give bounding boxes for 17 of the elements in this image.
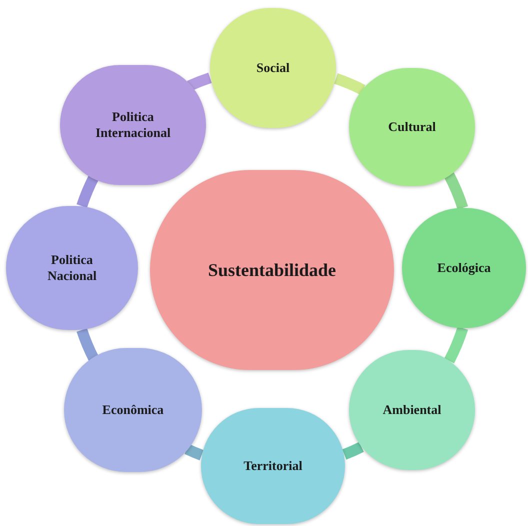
ring-connector: [444, 172, 468, 210]
ring-connector: [187, 72, 212, 91]
ring-connector: [76, 328, 99, 362]
node-label: Social: [255, 60, 291, 76]
node-label: Cultural: [387, 118, 437, 136]
ring-connector: [444, 326, 468, 364]
node-label: Sustentabilidade: [206, 258, 338, 282]
ring-connector: [184, 444, 204, 460]
node-label: Territorial: [242, 458, 304, 474]
ring-connector: [76, 174, 100, 208]
node-label: Politica Nacional: [46, 252, 98, 284]
node-label: Ecológica: [436, 260, 492, 276]
ring-connector: [334, 73, 366, 95]
node-label: Econômica: [101, 402, 165, 418]
ring-connector: [342, 442, 364, 460]
node-label: Politica Internacional: [94, 108, 172, 142]
node-label: Ambiental: [382, 402, 442, 418]
